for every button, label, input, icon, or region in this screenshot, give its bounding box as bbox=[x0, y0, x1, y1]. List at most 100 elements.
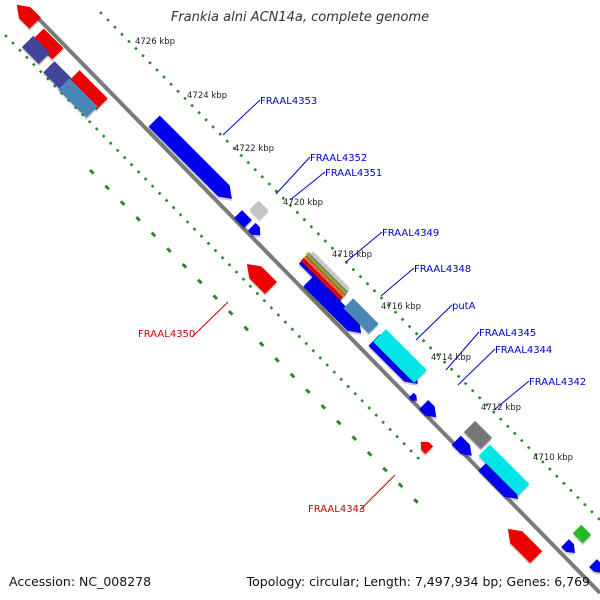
guide-dot-reverse bbox=[25, 55, 29, 60]
guide-tick-reverse bbox=[366, 451, 373, 457]
gene-navy-a bbox=[21, 35, 51, 67]
guide-dot-forward bbox=[99, 11, 103, 15]
leader-reverse bbox=[191, 301, 229, 338]
guide-dot-forward bbox=[414, 331, 419, 336]
guide-dot-reverse bbox=[80, 112, 85, 117]
guide-tick-reverse bbox=[181, 262, 188, 269]
guide-dot-forward bbox=[548, 467, 552, 471]
guide-dot-forward bbox=[491, 410, 496, 414]
tick-label: 4714 kbp bbox=[431, 353, 471, 363]
gene-label-reverse: FRAAL4343 bbox=[308, 504, 365, 515]
guide-dot-forward bbox=[372, 289, 377, 293]
gene-label-forward: putA bbox=[452, 301, 476, 312]
guide-dot-reverse bbox=[143, 177, 148, 181]
guide-dot-forward bbox=[281, 196, 286, 201]
topology-text: Topology: circular; Length: 7,497,934 bp… bbox=[246, 574, 590, 589]
guide-dot-forward bbox=[330, 246, 335, 250]
guide-dot-forward bbox=[393, 310, 398, 315]
leader-reverse bbox=[359, 474, 396, 511]
guide-dot-forward bbox=[246, 160, 251, 165]
gene-label-forward: FRAAL4352 bbox=[310, 153, 367, 164]
gene-fraal4348 bbox=[303, 275, 362, 336]
accession-text: Accession: NC_008278 bbox=[9, 574, 152, 589]
leader-forward bbox=[275, 156, 311, 195]
tick-label: 4720 kbp bbox=[283, 198, 323, 208]
gene-fraal4344 bbox=[419, 400, 437, 420]
guide-dot-reverse bbox=[199, 234, 204, 239]
guide-dot-reverse bbox=[381, 420, 386, 425]
guide-dot-reverse bbox=[115, 148, 120, 153]
gene-cyan-lower-shape bbox=[478, 444, 530, 496]
guide-dot-forward bbox=[442, 360, 447, 364]
gene-blue-lower bbox=[451, 435, 472, 458]
gene-fraal4353 bbox=[148, 115, 232, 202]
gene-small-b-shape bbox=[247, 222, 261, 236]
gene-green-shape bbox=[572, 524, 592, 544]
guide-dot-forward bbox=[386, 303, 391, 307]
guide-dot-reverse bbox=[136, 170, 141, 174]
guide-dot-forward bbox=[590, 509, 594, 514]
gene-fraal4350-shape bbox=[246, 263, 278, 295]
guide-tick-reverse bbox=[119, 200, 126, 206]
tick-label: 4718 kbp bbox=[332, 250, 372, 260]
guide-dot-reverse bbox=[332, 370, 337, 375]
guide-dot-forward bbox=[435, 353, 440, 357]
guide-dot-forward bbox=[155, 68, 159, 72]
guide-dot-forward bbox=[569, 488, 573, 493]
guide-dot-reverse bbox=[101, 134, 106, 138]
stripe-gray bbox=[310, 251, 350, 293]
guide-tick-reverse bbox=[351, 435, 358, 442]
gene-fraal4348-shape bbox=[303, 275, 362, 334]
guide-dot-reverse bbox=[339, 377, 344, 382]
guide-dot-forward bbox=[463, 381, 468, 386]
guide-dot-forward bbox=[407, 324, 412, 329]
gene-label-forward: FRAAL4353 bbox=[260, 96, 317, 107]
gene-label-reverse: FRAAL4350 bbox=[138, 329, 195, 340]
guide-dot-forward bbox=[428, 346, 433, 350]
guide-tick-reverse bbox=[150, 231, 157, 238]
gene-steelblue-mid-shape bbox=[343, 298, 379, 334]
guide-tick-reverse bbox=[243, 325, 249, 332]
stripe-red-shape bbox=[300, 257, 344, 301]
tick-label: 4724 kbp bbox=[187, 91, 227, 101]
guide-dot-reverse bbox=[304, 341, 309, 346]
guide-dot-reverse bbox=[248, 284, 253, 289]
guide-dot-forward bbox=[358, 274, 363, 279]
guide-dot-forward bbox=[225, 139, 230, 144]
gene-small-a bbox=[234, 210, 252, 230]
guide-dot-forward bbox=[190, 103, 194, 108]
gene-blue-long bbox=[478, 459, 518, 502]
leader-forward bbox=[345, 231, 383, 263]
stripe-orange bbox=[303, 254, 347, 300]
guide-dot-reverse bbox=[241, 277, 246, 282]
guide-dot-forward bbox=[232, 146, 237, 151]
guide-dot-reverse bbox=[171, 205, 176, 210]
guide-dot-forward bbox=[260, 175, 265, 179]
guide-dot-reverse bbox=[360, 398, 365, 403]
guide-dot-reverse bbox=[4, 34, 8, 38]
guide-tick-reverse bbox=[382, 466, 388, 473]
guide-dot-forward bbox=[302, 217, 307, 222]
leader-forward bbox=[493, 380, 530, 411]
guide-dot-forward bbox=[477, 395, 482, 400]
gene-small-a-shape bbox=[234, 210, 252, 228]
guide-tick-reverse bbox=[212, 294, 219, 300]
gene-label-forward: FRAAL4345 bbox=[479, 328, 536, 339]
leader-forward bbox=[457, 348, 496, 386]
guide-tick-reverse bbox=[305, 388, 311, 395]
guide-dot-forward bbox=[211, 125, 215, 129]
guide-tick-reverse bbox=[289, 372, 296, 379]
guide-dot-forward bbox=[295, 210, 300, 215]
guide-dot-reverse bbox=[59, 91, 64, 96]
guide-tick-reverse bbox=[335, 419, 342, 426]
leader-forward bbox=[380, 267, 415, 297]
guide-tick-reverse bbox=[135, 215, 141, 222]
guide-dot-reverse bbox=[346, 384, 351, 389]
guide-tick-reverse bbox=[397, 482, 404, 489]
guide-dot-reverse bbox=[311, 348, 316, 353]
guide-dot-forward bbox=[176, 89, 180, 94]
guide-dot-forward bbox=[379, 296, 384, 300]
guide-dot-reverse bbox=[129, 162, 134, 167]
guide-tick-reverse bbox=[258, 341, 265, 348]
